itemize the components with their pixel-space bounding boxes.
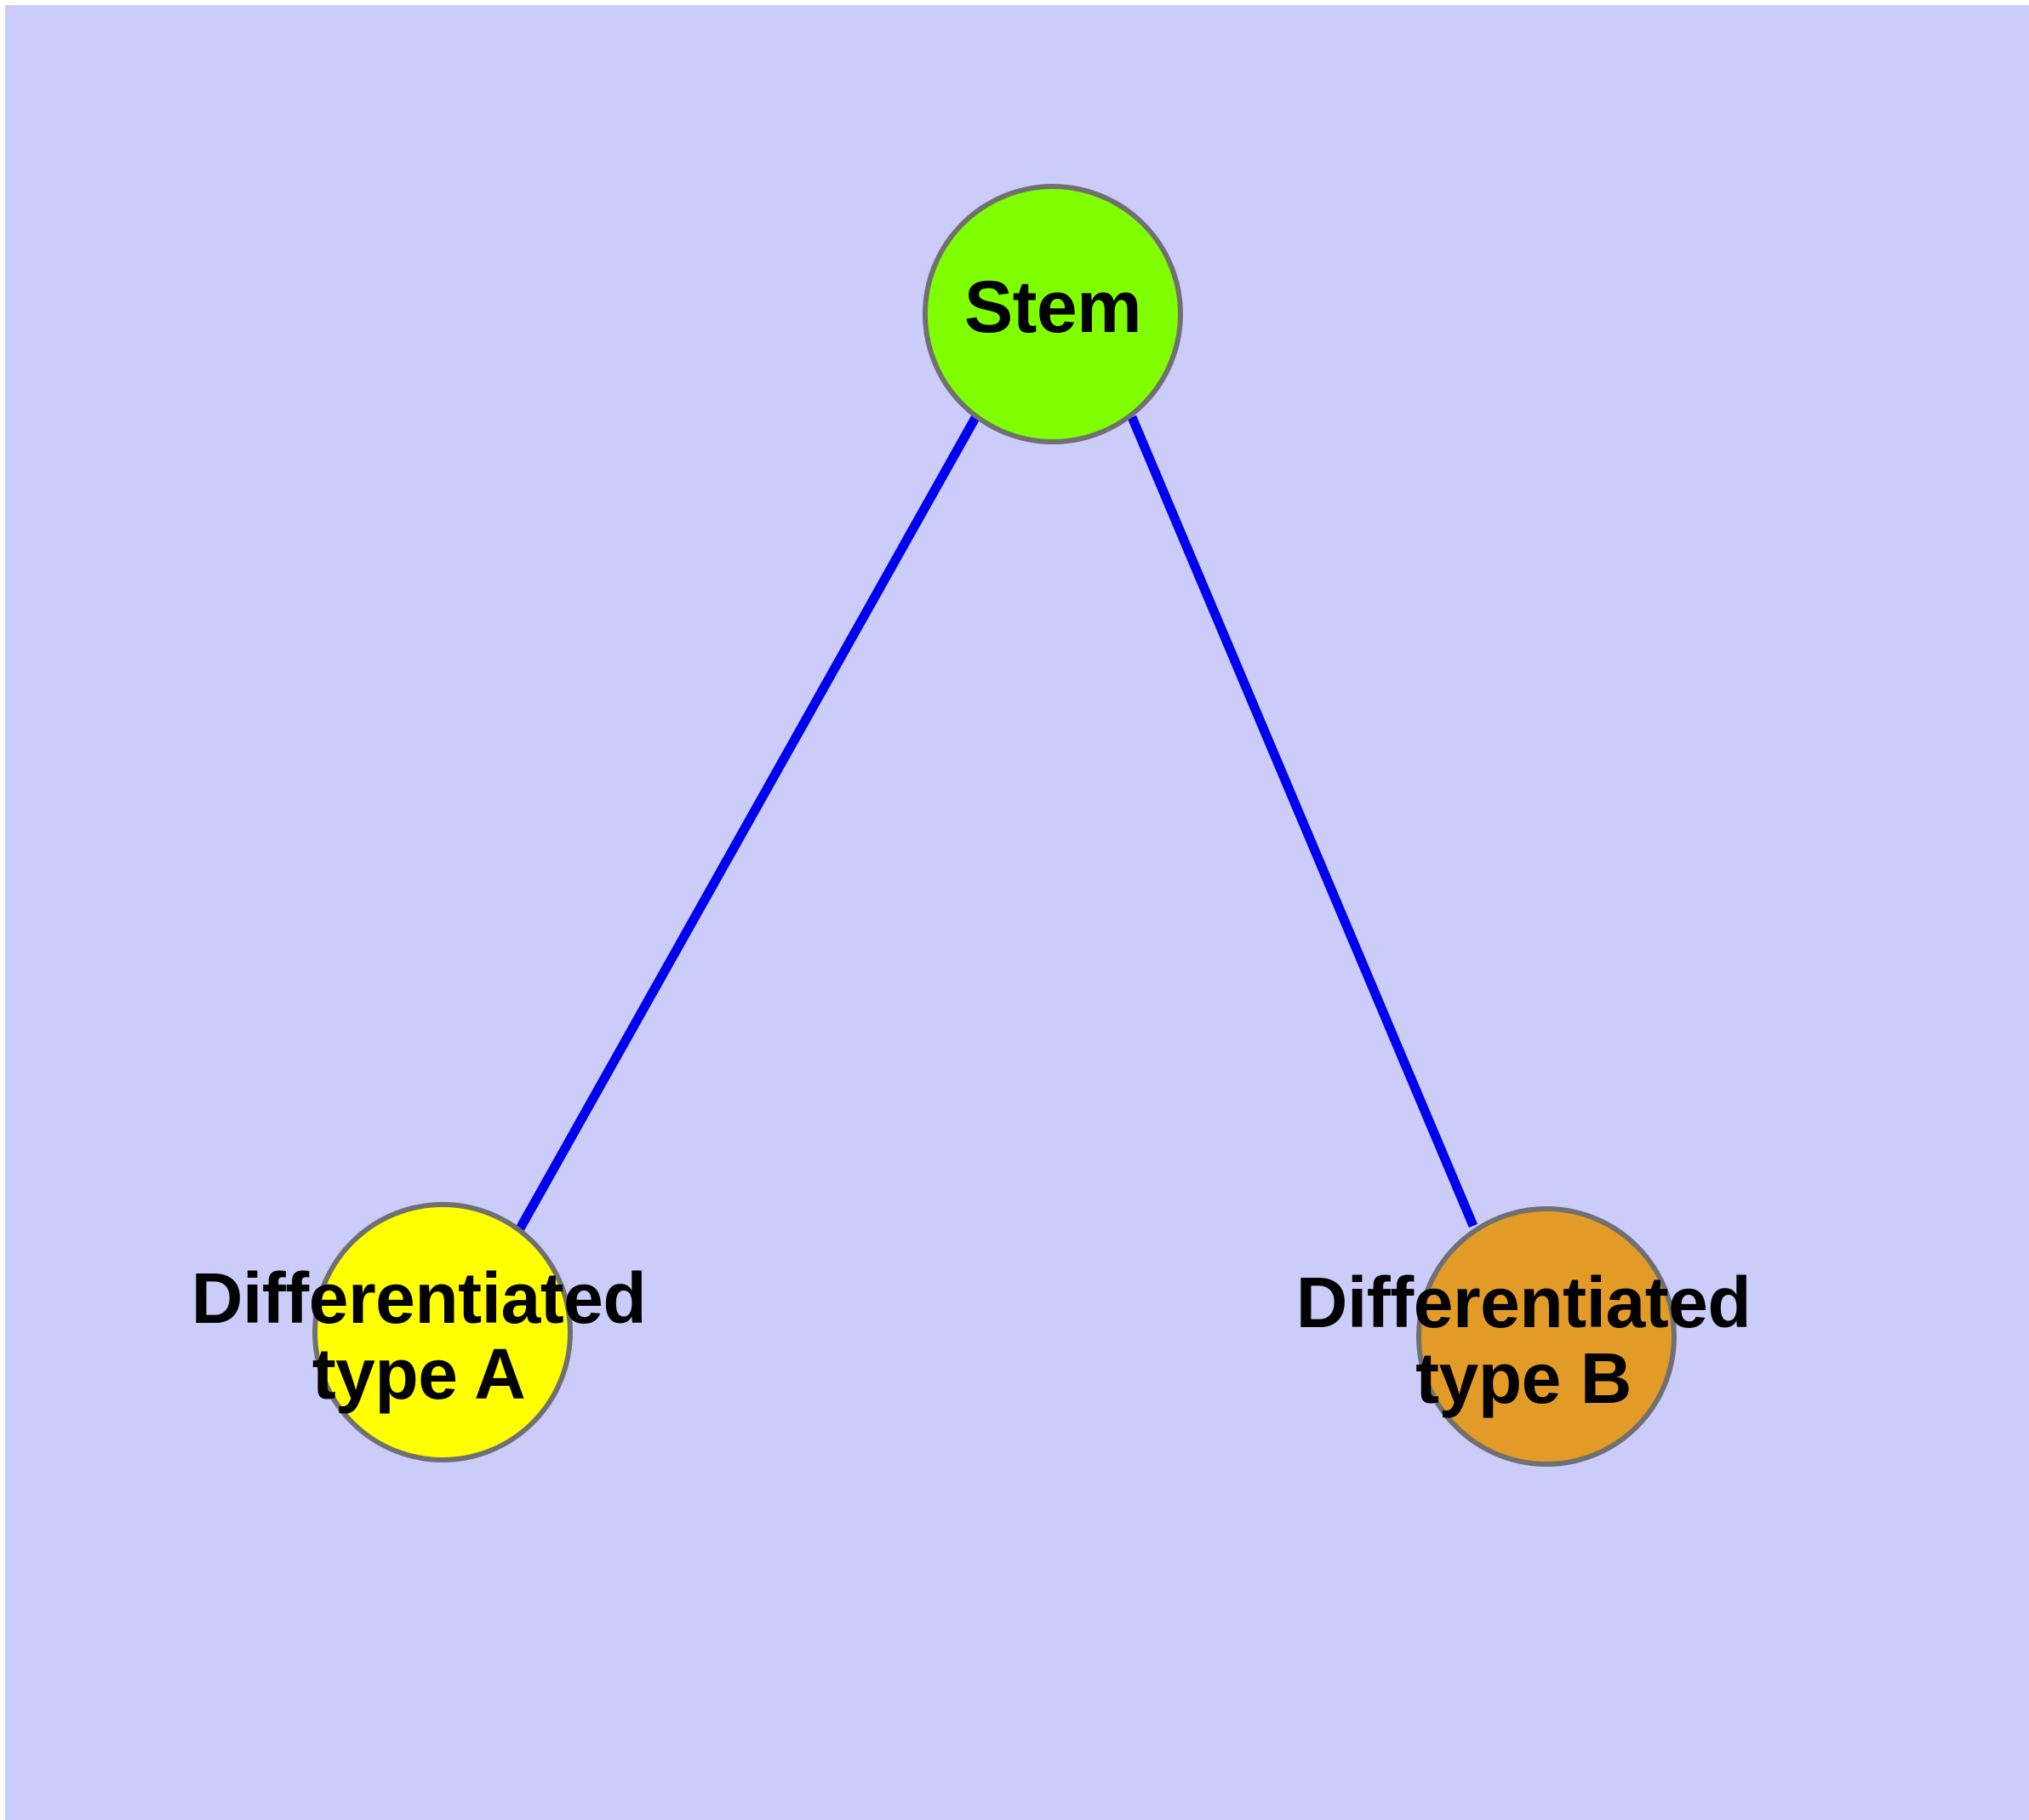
- node-stem[interactable]: [923, 184, 1183, 444]
- node-layer: [312, 184, 1677, 1467]
- edge-stem-to-type-a: [515, 414, 980, 1233]
- node-differentiated-type-b[interactable]: [1416, 1206, 1677, 1467]
- edge-layer: [515, 414, 1478, 1233]
- node-differentiated-type-a[interactable]: [312, 1202, 573, 1462]
- edge-stem-to-type-b: [1127, 415, 1478, 1228]
